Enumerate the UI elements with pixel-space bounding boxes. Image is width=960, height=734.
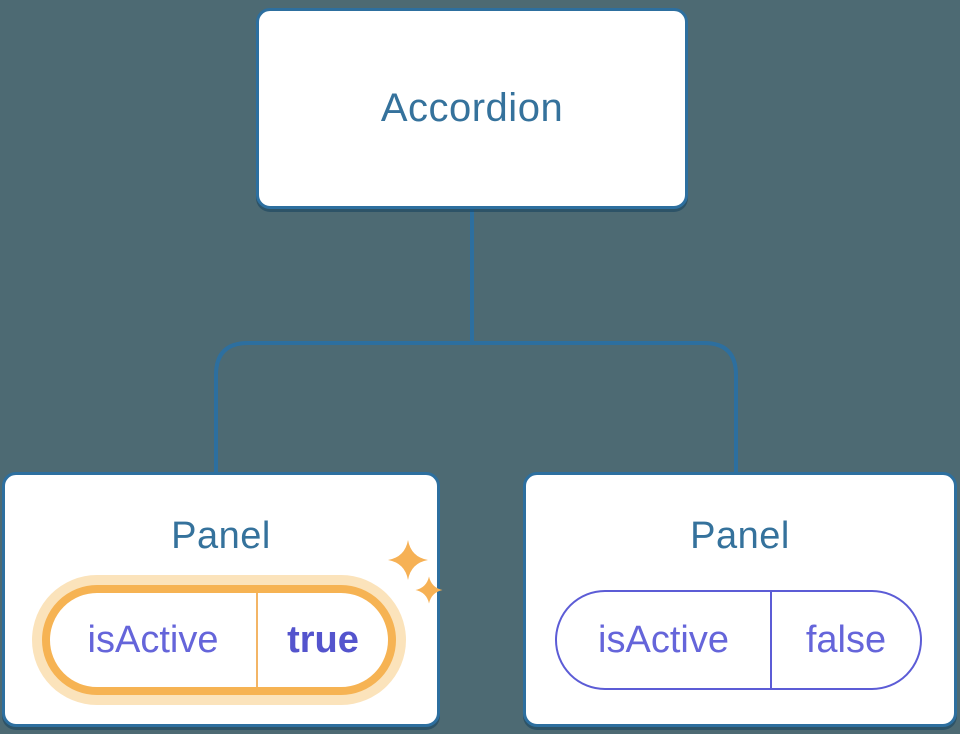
- panel-node-active: Panel isActive true: [2, 472, 443, 727]
- accordion-node: Accordion: [256, 8, 688, 209]
- panel-title: Panel: [171, 515, 271, 557]
- panel-node-inactive: Panel isActive false: [523, 472, 957, 727]
- pill-divider: [256, 593, 258, 687]
- state-value-label: true: [287, 619, 359, 661]
- state-name-label: isActive: [598, 619, 729, 661]
- accordion-label: Accordion: [380, 86, 564, 130]
- state-name-label: isActive: [87, 619, 219, 661]
- state-pill-active: isActive true: [42, 585, 396, 695]
- sparkle-icon-small: [415, 576, 443, 604]
- pill-divider: [770, 592, 772, 688]
- state-value-label: false: [805, 619, 887, 661]
- panel-title: Panel: [690, 515, 790, 557]
- state-pill-inactive: isActive false: [555, 590, 922, 690]
